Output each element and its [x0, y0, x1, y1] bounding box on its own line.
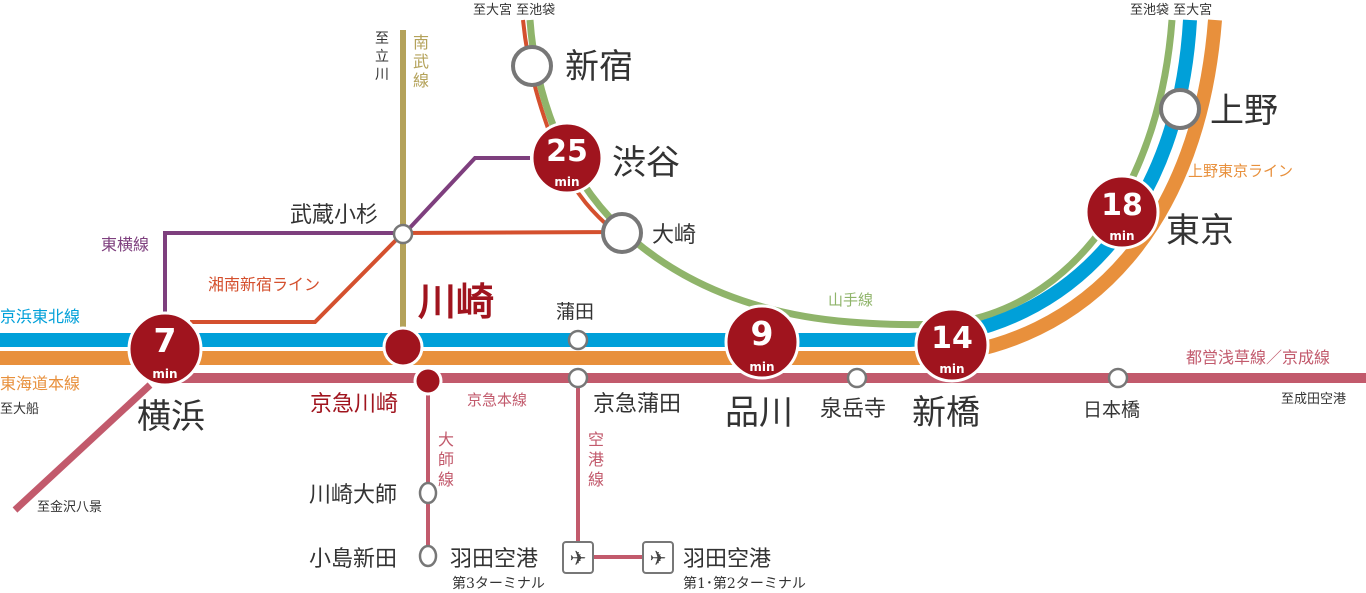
label-airport-2: 港	[588, 450, 604, 469]
label-haneda-t12: 羽田空港	[683, 547, 771, 572]
label-tokaido: 東海道本線	[0, 374, 80, 393]
label-shonan-shinjuku: 湘南新宿ライン	[208, 275, 320, 294]
station-sengakuji[interactable]	[846, 367, 868, 389]
destination-labels: 至大宮 至池袋 至池袋 至大宮 至 立 川 至大船 至金沢八景 至成田空港	[0, 2, 1346, 515]
station-kamata[interactable]	[567, 329, 589, 351]
label-keikyu-kamata: 京急蒲田	[593, 392, 681, 417]
label-keihin-tohoku: 京浜東北線	[0, 307, 80, 326]
label-osaki: 大崎	[652, 223, 696, 248]
label-nambu-2: 武	[413, 52, 429, 71]
dest-tachikawa-1: 至	[375, 31, 389, 47]
stations: 7 min 25 min 9 min 14 min 18 min ✈	[127, 45, 1201, 574]
label-nihonbashi: 日本橋	[1083, 399, 1140, 421]
min-unit: min	[1109, 229, 1134, 243]
station-kawasaki-daishi[interactable]	[418, 481, 438, 505]
station-shimbashi-badge[interactable]: 14 min	[914, 307, 990, 383]
dest-ofuna: 至大船	[0, 402, 39, 417]
label-keikyu-main: 京急本線	[467, 391, 527, 409]
station-yokohama-badge[interactable]: 7 min	[127, 311, 203, 387]
station-keikyu-kawasaki[interactable]	[413, 366, 443, 396]
label-haneda-t3-sub: 第3ターミナル	[452, 575, 545, 592]
label-yamanote: 山手線	[828, 291, 873, 309]
dest-tachikawa-2: 立	[375, 49, 389, 65]
label-nambu-1: 南	[413, 33, 429, 52]
min-unit: min	[554, 175, 579, 189]
label-ueno-tokyo: 上野東京ライン	[1188, 162, 1293, 180]
min-unit: min	[152, 367, 177, 381]
label-kojima-shinden: 小島新田	[309, 547, 397, 572]
station-osaki[interactable]	[601, 212, 643, 254]
minutes-yokohama: 7	[154, 321, 177, 360]
station-ueno[interactable]	[1159, 88, 1201, 130]
dest-kanazawa-hakkei: 至金沢八景	[37, 499, 102, 515]
dest-narita: 至成田空港	[1281, 392, 1346, 407]
label-tokyo: 東京	[1166, 211, 1234, 251]
label-shinagawa: 品川	[725, 393, 793, 433]
dest-top-right: 至池袋 至大宮	[1130, 2, 1212, 18]
dest-tachikawa-3: 川	[375, 67, 389, 83]
label-nambu-3: 線	[413, 71, 429, 90]
label-kawasaki-daishi: 川崎大師	[309, 483, 397, 508]
min-unit: min	[939, 362, 964, 376]
station-labels: 新宿 渋谷 大崎 武蔵小杉 川崎 横浜 蒲田 京急川崎 京急蒲田 品川 泉岳寺 …	[137, 47, 1278, 592]
line-labels: 南 武 線 東横線 湘南新宿ライン 京浜東北線 東海道本線 京急本線 大 師 線…	[0, 33, 1330, 489]
label-airport-3: 線	[588, 470, 604, 489]
dest-top-left: 至大宮 至池袋	[473, 2, 555, 18]
minutes-shimbashi: 14	[931, 321, 973, 356]
min-unit: min	[749, 360, 774, 374]
label-shibuya: 渋谷	[612, 143, 680, 183]
label-shinjuku: 新宿	[565, 47, 633, 87]
label-airport-1: 空	[588, 430, 604, 449]
station-shinagawa-badge[interactable]: 9 min	[724, 304, 800, 380]
label-musashikosugi: 武蔵小杉	[290, 203, 378, 228]
svg-text:✈: ✈	[650, 546, 667, 570]
label-keikyu-kawasaki: 京急川崎	[310, 392, 398, 417]
station-nihonbashi[interactable]	[1107, 367, 1129, 389]
station-musashikosugi[interactable]	[392, 223, 414, 245]
label-kamata: 蒲田	[556, 301, 594, 323]
station-kojima-shinden[interactable]	[418, 544, 438, 568]
minutes-tokyo: 18	[1101, 188, 1143, 223]
station-tokyo-badge[interactable]: 18 min	[1084, 174, 1160, 250]
label-shimbashi: 新橋	[912, 393, 980, 433]
label-haneda-t12-sub: 第1･第2ターミナル	[683, 575, 806, 592]
airport-icon[interactable]: ✈	[562, 541, 594, 574]
label-ueno: 上野	[1210, 91, 1278, 131]
label-daishi-3: 線	[438, 470, 454, 489]
label-yokohama: 横浜	[137, 397, 205, 437]
label-kawasaki: 川崎	[418, 279, 494, 324]
label-daishi-1: 大	[438, 430, 454, 449]
svg-text:✈: ✈	[570, 546, 587, 570]
label-sengakuji: 泉岳寺	[820, 397, 886, 422]
station-kawasaki[interactable]	[382, 326, 424, 368]
label-daishi-2: 師	[438, 450, 454, 469]
station-shibuya-badge[interactable]: 25 min	[530, 121, 604, 195]
line-keikyu-zushi	[12, 382, 153, 513]
minutes-shinagawa: 9	[751, 314, 774, 353]
airport-icon[interactable]: ✈	[642, 541, 674, 574]
station-keikyu-kamata[interactable]	[567, 367, 589, 389]
station-shinjuku[interactable]	[511, 45, 553, 87]
minutes-shibuya: 25	[546, 134, 588, 169]
label-asakusa-keisei: 都営浅草線／京成線	[1186, 348, 1330, 367]
label-toyoko: 東横線	[101, 235, 149, 254]
label-haneda-t3: 羽田空港	[450, 547, 538, 572]
